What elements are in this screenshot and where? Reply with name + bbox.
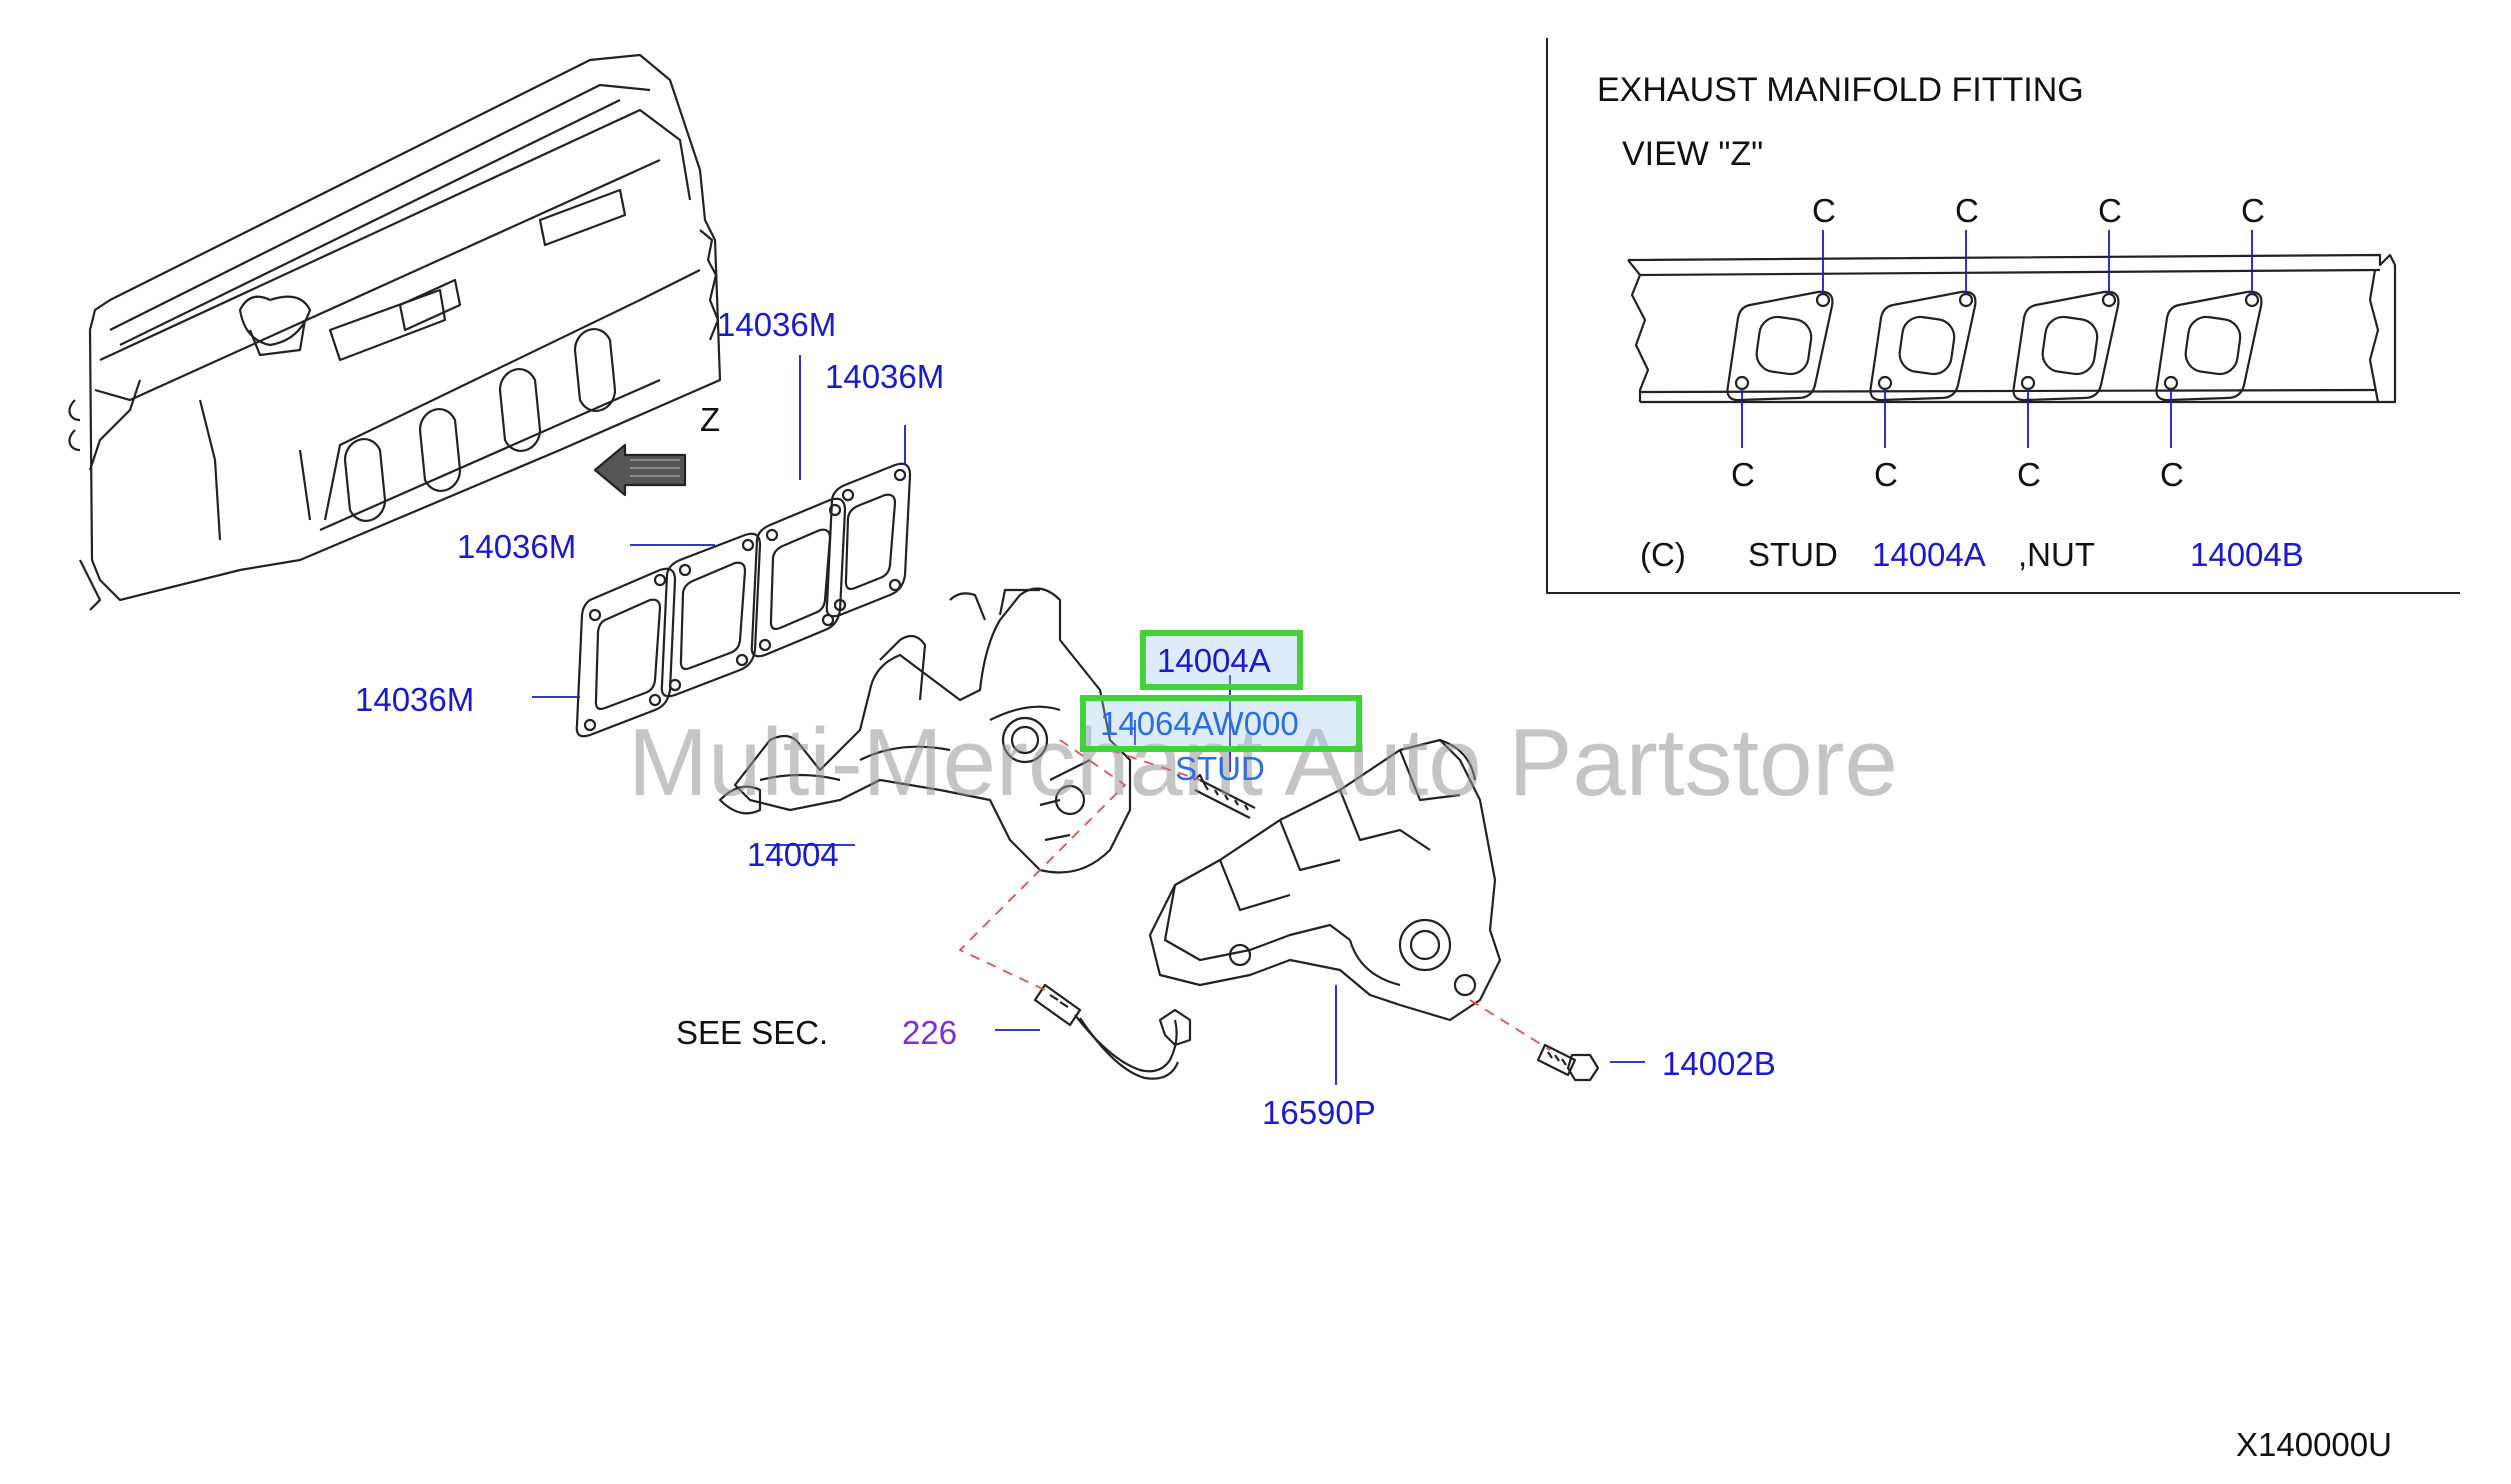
heat-shield (1148, 738, 1502, 1022)
cylinder-head-drawing (68, 53, 722, 611)
oxygen-sensor (1033, 983, 1192, 1080)
part-label-stud-highlighted[interactable]: 14004A (1157, 642, 1271, 679)
stud-caption: STUD (1175, 750, 1265, 787)
part-label-gasket-4[interactable]: 14036M (355, 681, 475, 718)
view-z-arrow (593, 443, 687, 497)
callout-c-top-2: C (1955, 192, 1979, 229)
see-section-link[interactable]: 226 (902, 1014, 958, 1051)
part-label-gasket-1[interactable]: 14036M (717, 306, 837, 343)
legend-nut-text: ,NUT (2018, 536, 2095, 573)
callout-c-top-1: C (1812, 192, 1836, 229)
callout-c-bottom-1: C (1731, 456, 1755, 493)
watermark: Multi-Merchant Auto Partstore (628, 709, 1898, 816)
legend-stud-part[interactable]: 14004A (1872, 536, 1986, 573)
highlight-box-stud (1140, 630, 1303, 690)
inset-view-label: VIEW "Z" (1622, 135, 1764, 173)
inset-view-z (1546, 38, 2460, 594)
legend-key: (C) (1640, 536, 1686, 573)
highlight-box-stud-part (1080, 695, 1362, 752)
callout-c-bottom-2: C (1874, 456, 1898, 493)
callout-c-top-4: C (2241, 192, 2265, 229)
bolt-drawing (1536, 1043, 1600, 1082)
part-label-gasket-3[interactable]: 14036M (457, 528, 577, 565)
exhaust-manifold (718, 587, 1132, 874)
callout-c-top-3: C (2098, 192, 2122, 229)
dashed-reference-lines (959, 739, 1551, 1051)
callout-c-bottom-4: C (2160, 456, 2184, 493)
part-label-heat-shield[interactable]: 16590P (1262, 1094, 1376, 1131)
view-z-label: Z (700, 401, 721, 438)
diagram-code: X140000U (2236, 1426, 2392, 1463)
part-label-manifold[interactable]: 14004 (747, 836, 839, 873)
manifold-gaskets (575, 462, 912, 738)
legend-stud-text: STUD (1748, 536, 1838, 573)
part-label-gasket-2[interactable]: 14036M (825, 358, 945, 395)
part-label-stud-number[interactable]: 14064AW000 (1100, 705, 1299, 742)
part-label-bolt[interactable]: 14002B (1662, 1045, 1776, 1082)
leader-lines (532, 355, 1645, 1085)
see-section-label: SEE SEC. (676, 1014, 829, 1051)
legend-nut-part[interactable]: 14004B (2190, 536, 2304, 573)
inset-title: EXHAUST MANIFOLD FITTING (1597, 71, 2084, 109)
callout-c-bottom-3: C (2017, 456, 2041, 493)
